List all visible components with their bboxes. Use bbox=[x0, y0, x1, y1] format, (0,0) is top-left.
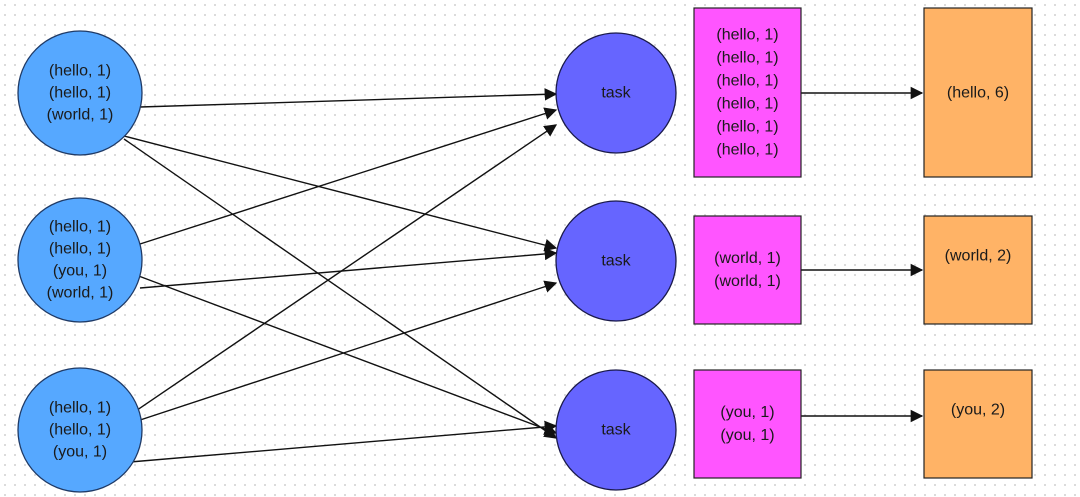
input-pair-text: (you, 1) bbox=[53, 444, 107, 461]
shuffle-pair-text: (hello, 1) bbox=[716, 142, 778, 159]
shuffle-pair-text: (hello, 1) bbox=[716, 96, 778, 113]
shuffle-box-3: (you, 1) (you, 1) bbox=[693, 369, 802, 479]
task-circle bbox=[555, 32, 677, 154]
input-pair-text: (hello, 1) bbox=[49, 400, 111, 417]
input-pair-text: (world, 1) bbox=[47, 285, 114, 302]
shuffle-pair-text: (hello, 1) bbox=[716, 27, 778, 44]
task-node-3: task bbox=[555, 369, 677, 491]
task-node-1: task bbox=[555, 32, 677, 154]
nodes: (hello, 1)(hello, 1)(world, 1)(hello, 1)… bbox=[17, 7, 1033, 493]
shuffle-rect bbox=[693, 7, 802, 178]
edge-input-3-to-task-1 bbox=[123, 124, 558, 420]
input-circle bbox=[17, 367, 143, 493]
input-node-3: (hello, 1) (hello, 1) (you, 1) bbox=[17, 367, 143, 493]
shuffle-rect bbox=[693, 215, 802, 325]
task-node-2: task bbox=[555, 200, 677, 322]
input-pair-text: (hello, 1) bbox=[49, 63, 111, 80]
input-circle bbox=[17, 197, 143, 323]
shuffle-pair-text: (you, 1) bbox=[720, 404, 774, 421]
input-pair-text: (hello, 1) bbox=[49, 219, 111, 236]
output-box-2: (world, 2) bbox=[923, 215, 1033, 325]
shuffle-box-2: (world, 1) (world, 1) bbox=[693, 215, 802, 325]
output-box-3: (you, 2) bbox=[923, 369, 1033, 479]
input-node-2: (hello, 1) (hello, 1) (you, 1) (world, 1) bbox=[17, 197, 143, 323]
shuffle-pair-text: (hello, 1) bbox=[716, 73, 778, 90]
task-label: task bbox=[601, 85, 631, 102]
output-rect bbox=[923, 7, 1033, 178]
shuffle-rect bbox=[693, 369, 802, 479]
input-pair-text: (hello, 1) bbox=[49, 422, 111, 439]
edges bbox=[123, 86, 924, 463]
shuffle-pair-text: (world, 1) bbox=[714, 250, 781, 267]
input-pair-text: (you, 1) bbox=[53, 263, 107, 280]
output-label: (hello, 6) bbox=[947, 85, 1009, 102]
edge-input-3-to-task-3 bbox=[129, 420, 558, 463]
edge-input-1-to-task-1 bbox=[139, 88, 558, 108]
shuffle-pair-text: (you, 1) bbox=[720, 427, 774, 444]
input-circle bbox=[17, 30, 143, 156]
task-label: task bbox=[601, 253, 631, 270]
edge-input-2-to-task-2 bbox=[139, 247, 558, 289]
output-box-1: (hello, 6) bbox=[923, 7, 1033, 178]
output-label: (world, 2) bbox=[945, 248, 1012, 265]
task-circle bbox=[555, 369, 677, 491]
output-rect bbox=[923, 215, 1033, 325]
edge-input-2-to-task-3 bbox=[135, 274, 558, 435]
edge-input-1-to-task-2 bbox=[123, 135, 558, 252]
output-label: (you, 2) bbox=[951, 402, 1005, 419]
task-label: task bbox=[601, 422, 631, 439]
input-pair-text: (hello, 1) bbox=[49, 241, 111, 258]
shuffle-pair-text: (world, 1) bbox=[714, 273, 781, 290]
edge-input-3-to-task-2 bbox=[127, 280, 558, 425]
edge-input-2-to-task-1 bbox=[139, 107, 558, 245]
shuffle-box-1: (hello, 1) (hello, 1) (hello, 1) (hello, 1)… bbox=[693, 7, 802, 178]
output-rect bbox=[923, 369, 1033, 479]
shuffle-pair-text: (hello, 1) bbox=[716, 119, 778, 136]
input-pair-text: (world, 1) bbox=[47, 107, 114, 124]
input-node-1: (hello, 1) (hello, 1) (world, 1) bbox=[17, 30, 143, 156]
shuffle-pair-text: (hello, 1) bbox=[716, 50, 778, 67]
input-pair-text: (hello, 1) bbox=[49, 85, 111, 102]
task-circle bbox=[555, 200, 677, 322]
edge-input-1-to-task-3 bbox=[123, 138, 558, 439]
